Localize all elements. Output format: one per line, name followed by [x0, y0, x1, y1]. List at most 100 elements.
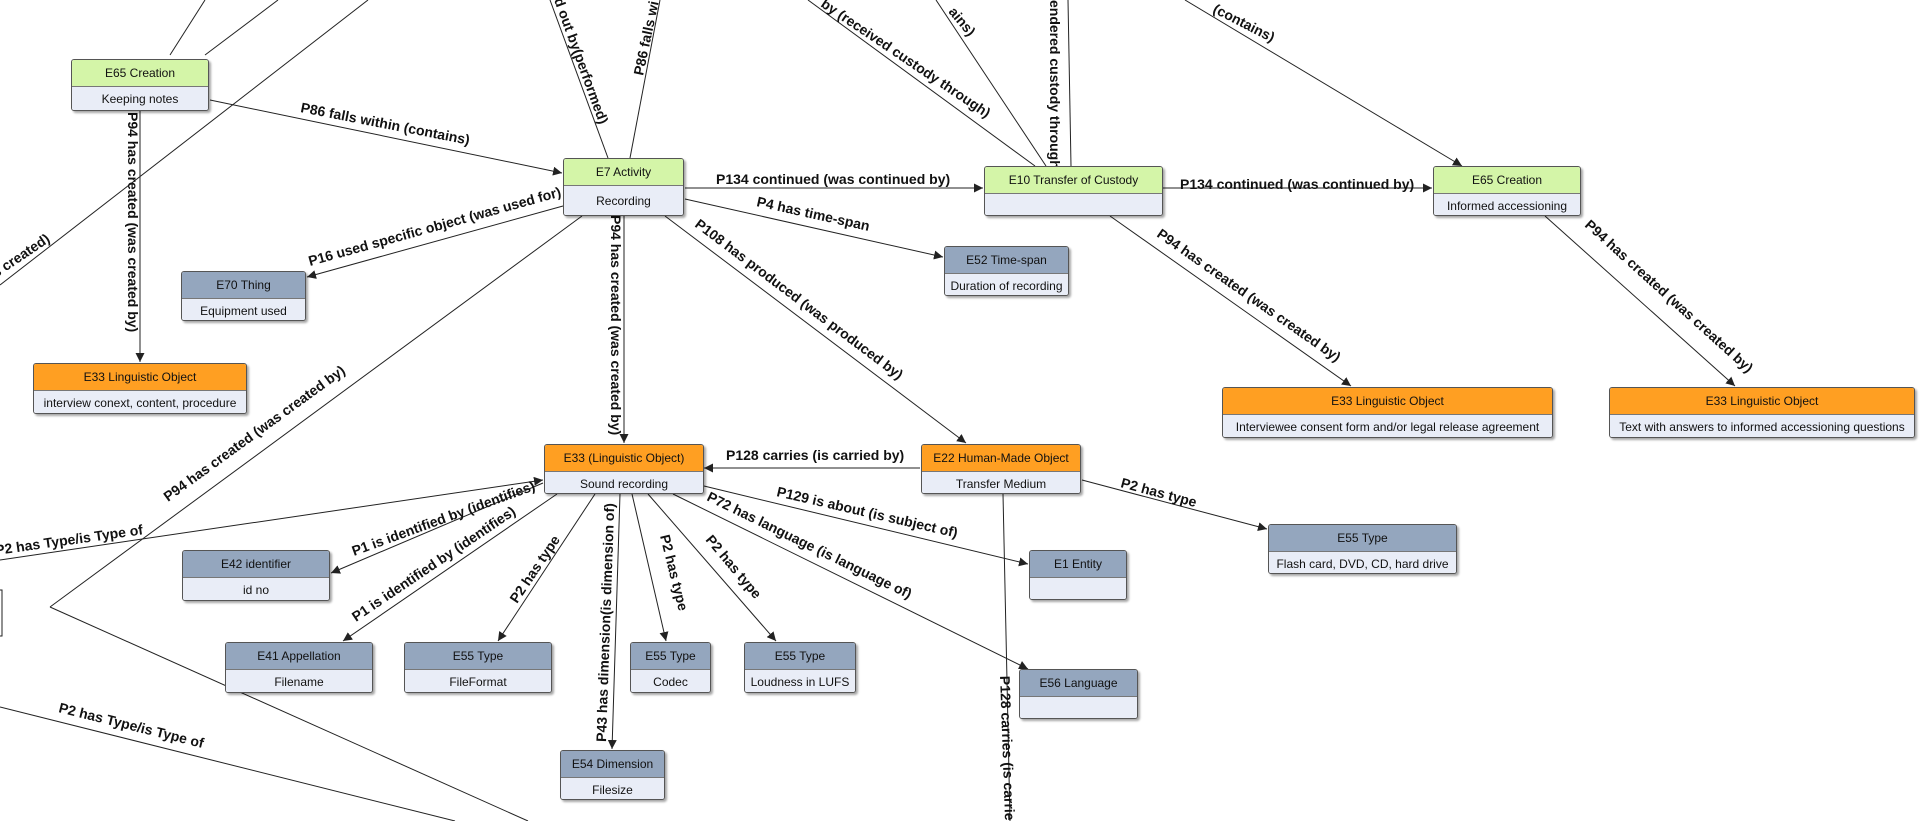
node-label: Filename [226, 670, 372, 692]
edge-top-6 [807, 0, 1036, 167]
edge-top-1 [169, 0, 206, 56]
edge-label: P94 has created (was created by) [1154, 225, 1344, 364]
node-label: Sound recording [545, 472, 703, 493]
node-label: Filesize [561, 778, 664, 799]
node-timespan-duration[interactable]: E52 Time-span Duration of recording [944, 246, 1069, 296]
edge-left-sound [0, 476, 544, 561]
node-transfer-of-custody[interactable]: E10 Transfer of Custody [984, 166, 1163, 216]
node-label: Duration of recording [945, 274, 1068, 295]
edge-label: P2 has type [506, 532, 563, 606]
node-sound-recording[interactable]: E33 (Linguistic Object) Sound recording [544, 444, 704, 494]
node-class: E55 Type [405, 643, 551, 670]
edge-top-5 [629, 0, 661, 159]
node-class: E55 Type [1269, 525, 1456, 552]
edge-top-8 [1067, 0, 1072, 167]
node-class: E22 Human-Made Object [922, 445, 1080, 472]
node-label: Recording [564, 186, 683, 215]
edge-label: P94 has created (was created by) [608, 215, 624, 435]
node-label: Transfer Medium [922, 472, 1080, 493]
node-label: id no [183, 578, 329, 600]
node-type-codec[interactable]: E55 Type Codec [630, 642, 711, 693]
node-class: E55 Type [631, 643, 710, 670]
edge-top-4 [549, 0, 609, 159]
node-label: Flash card, DVD, CD, hard drive [1269, 552, 1456, 573]
edge-label: d out by(performed) [551, 0, 612, 126]
edge-label: P2 has type [657, 533, 691, 613]
node-label: FileFormat [405, 670, 551, 692]
edge-label: P16 used specific object (was used for) [307, 184, 563, 269]
edge-sound-identifier [330, 482, 544, 574]
node-label [1030, 578, 1126, 599]
node-type-medium[interactable]: E55 Type Flash card, DVD, CD, hard drive [1268, 524, 1457, 574]
node-class: E33 (Linguistic Object) [545, 445, 703, 472]
node-class: E55 Type [745, 643, 855, 670]
edge-sound-dimension [607, 493, 621, 750]
edge-humanmade-type [1081, 479, 1268, 532]
node-activity-recording[interactable]: E7 Activity Recording [563, 158, 684, 216]
edge-sound-appellation [342, 493, 558, 642]
node-appellation-filename[interactable]: E41 Appellation Filename [225, 642, 373, 693]
node-label [1020, 697, 1137, 718]
node-label: Loudness in LUFS [745, 670, 855, 692]
node-class: E70 Thing [182, 272, 305, 299]
edge-label: P108 has produced (was produced by) [692, 216, 906, 383]
edge-label: P86 falls wi [630, 0, 661, 77]
node-identifier[interactable]: E42 identifier id no [182, 550, 330, 601]
edge-label: P134 continued (was continued by) [1180, 176, 1414, 192]
node-linguistic-consent[interactable]: E33 Linguistic Object Interviewee consen… [1222, 387, 1553, 438]
node-class: E1 Entity [1030, 551, 1126, 578]
node-label: interview conext, content, procedure [34, 391, 246, 413]
node-label: Equipment used [182, 299, 305, 320]
edge-left-bottom-1 [49, 606, 529, 821]
edge-label: P128 carries (is carrie [997, 676, 1018, 821]
node-language[interactable]: E56 Language [1019, 669, 1138, 719]
edge-sound-language [672, 493, 1029, 670]
edge-custody-lingconsent [1109, 215, 1352, 387]
edge-top-9 [1184, 0, 1463, 167]
node-creation-informed[interactable]: E65 Creation Informed accessioning [1433, 166, 1581, 216]
edge-humanmade-down [1002, 493, 1011, 821]
edge-label: P2 has type [1119, 474, 1199, 510]
edge-sound-format [497, 493, 596, 642]
edge-left-bottom-2 [0, 706, 456, 821]
node-class: E56 Language [1020, 670, 1137, 697]
edge-activity-timespan [684, 198, 944, 260]
node-entity[interactable]: E1 Entity [1029, 550, 1127, 600]
node-class: E65 Creation [1434, 167, 1580, 194]
node-class: E33 Linguistic Object [1610, 388, 1914, 415]
edge-label: s created) [0, 230, 53, 280]
edge-label: endered custody through) [1047, 0, 1063, 173]
node-label: Codec [631, 670, 710, 692]
edge-label: P94 has created (was created by) [125, 112, 141, 332]
node-linguistic-notes[interactable]: E33 Linguistic Object interview conext, … [33, 363, 247, 414]
node-class: E7 Activity [564, 159, 683, 186]
node-class: E33 Linguistic Object [34, 364, 246, 391]
edge-top-7 [935, 0, 1047, 167]
edge-sound-entity [703, 485, 1029, 567]
edge-label: P2 has Type/is Type of [57, 699, 206, 751]
edge-label: P2 has type [703, 532, 765, 602]
node-type-fileformat[interactable]: E55 Type FileFormat [404, 642, 552, 693]
edge-label: P2 has Type/is Type of [0, 521, 144, 558]
node-type-loudness[interactable]: E55 Type Loudness in LUFS [744, 642, 856, 693]
node-creation-keeping-notes[interactable]: E65 Creation Keeping notes [71, 59, 209, 111]
edge-activity-humanmade [664, 215, 967, 444]
node-thing-equipment[interactable]: E70 Thing Equipment used [181, 271, 306, 321]
node-transfer-medium[interactable]: E22 Human-Made Object Transfer Medium [921, 444, 1081, 494]
node-label: Text with answers to informed accessioni… [1610, 415, 1914, 437]
node-dimension-filesize[interactable]: E54 Dimension Filesize [560, 750, 665, 800]
edge-top-2 [204, 0, 279, 56]
edge-label: P134 continued (was continued by) [716, 171, 950, 187]
node-class: E41 Appellation [226, 643, 372, 670]
edge-label: P128 carries (is carried by) [726, 447, 904, 463]
edge-label: P94 has created (was created by) [1582, 216, 1756, 375]
node-class: E42 identifier [183, 551, 329, 578]
node-label [985, 194, 1162, 215]
node-class: E10 Transfer of Custody [985, 167, 1162, 194]
edge-label: (contains) [1211, 0, 1278, 45]
edge-creation-activity [209, 99, 563, 176]
node-linguistic-answers[interactable]: E33 Linguistic Object Text with answers … [1609, 387, 1915, 438]
edge-activity-left [49, 215, 583, 608]
